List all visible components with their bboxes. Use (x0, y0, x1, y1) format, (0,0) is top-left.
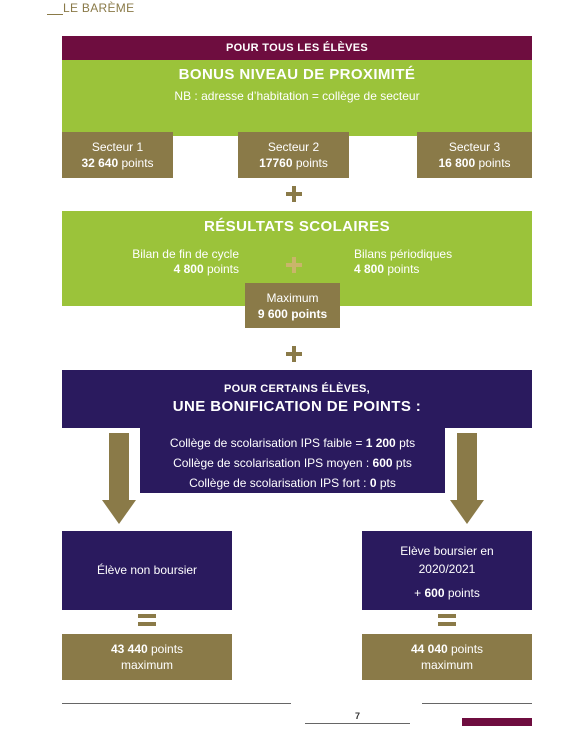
section-label: LE BARÈME (63, 1, 135, 15)
points-unit: points (121, 156, 154, 170)
points-unit: points (206, 262, 239, 276)
arrow-down-icon (102, 500, 136, 524)
footer-rule (305, 723, 410, 724)
proximity-bonus-block: BONUS NIVEAU DE PROXIMITÉ NB : adresse d… (62, 60, 532, 136)
review-label: Bilans périodiques (354, 247, 453, 261)
arrow-down-icon (457, 433, 477, 501)
equals-icon (138, 614, 156, 626)
equals-icon (438, 614, 456, 626)
periodic-reviews: Bilans périodiques 4 800 points (354, 247, 452, 277)
points-unit: points (387, 262, 420, 276)
footer-rule (62, 703, 291, 704)
page-number: 7 (354, 711, 360, 721)
points-unit: points (295, 156, 328, 170)
sector-name: Secteur 2 (267, 140, 320, 154)
sector-points: 17760 (259, 156, 293, 170)
arrow-down-icon (109, 433, 129, 501)
school-results-title: RÉSULTATS SCOLAIRES (204, 218, 390, 235)
ips-item: Collège de scolarisation IPS faible = 1 … (169, 436, 416, 450)
points-unit: points (478, 156, 511, 170)
review-points: 4 800 (173, 262, 204, 276)
sector-points: 16 800 (438, 156, 476, 170)
total-scholarship: 44 040 points maximum (362, 634, 532, 680)
sector-name: Secteur 3 (448, 140, 501, 154)
sector-points: 32 640 (81, 156, 119, 170)
sector-2-box: Secteur 2 17760 points (238, 132, 349, 178)
student-label: Elève boursier en (400, 544, 494, 558)
arrow-down-icon (450, 500, 484, 524)
plus-icon (283, 183, 305, 205)
maximum-label: Maximum (266, 291, 319, 305)
ips-item: Collège de scolarisation IPS fort : 0 pt… (189, 476, 396, 490)
total-non-scholarship: 43 440 points maximum (62, 634, 232, 680)
scholarship-student-box: Elève boursier en 2020/2021 + 600 points (362, 531, 532, 610)
sector-1-box: Secteur 1 32 640 points (62, 132, 173, 178)
total-points: 44 040 (410, 642, 448, 656)
plus-icon (283, 254, 305, 276)
footer-rule (422, 703, 532, 704)
proximity-title: BONUS NIVEAU DE PROXIMITÉ (178, 66, 416, 83)
end-of-cycle-review: Bilan de fin de cycle 4 800 points (132, 247, 239, 277)
points-unit: points (291, 307, 328, 321)
ips-bonus-list: Collège de scolarisation IPS faible = 1 … (140, 428, 445, 493)
bonus-heading-line1: POUR CERTAINS ÉLÈVES, (223, 383, 371, 395)
all-students-banner: POUR TOUS LES ÉLÈVES (62, 36, 532, 60)
proximity-note: NB : adresse d’habitation = collège de s… (174, 89, 420, 103)
total-points: 43 440 (110, 642, 148, 656)
non-scholarship-student-box: Élève non boursier (62, 531, 232, 610)
plus-icon (283, 343, 305, 365)
total-suffix: maximum (120, 658, 173, 672)
ips-item: Collège de scolarisation IPS moyen : 600… (173, 456, 412, 470)
bonus-heading-line2: UNE BONIFICATION DE POINTS : (172, 398, 422, 415)
maximum-box: Maximum 9 600 points (245, 283, 340, 328)
sector-name: Secteur 1 (91, 140, 144, 154)
total-suffix: maximum (420, 658, 473, 672)
bonus-block: POUR CERTAINS ÉLÈVES, UNE BONIFICATION D… (62, 370, 532, 428)
header-rule (47, 14, 63, 15)
bonus-points: 600 (424, 586, 445, 600)
sector-3-box: Secteur 3 16 800 points (417, 132, 532, 178)
review-points: 4 800 (354, 262, 385, 276)
review-label: Bilan de fin de cycle (132, 247, 239, 261)
student-year: 2020/2021 (418, 562, 476, 576)
footer-accent-bar (462, 718, 532, 726)
maximum-points: 9 600 (257, 307, 288, 321)
